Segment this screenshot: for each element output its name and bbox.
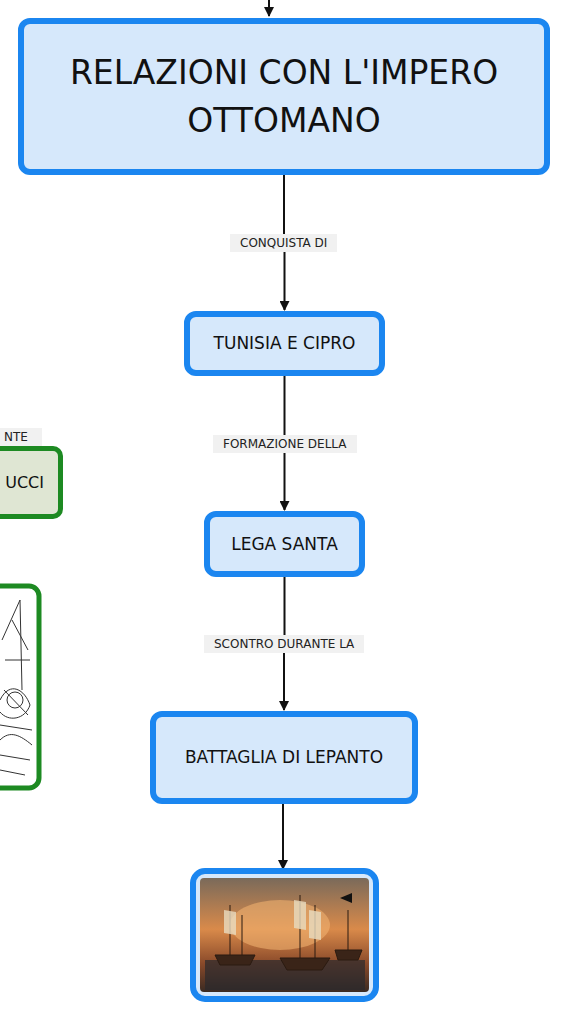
edge-label: NTE — [0, 428, 42, 446]
edge-label: FORMAZIONE DELLA — [213, 435, 357, 453]
topic-box: RELAZIONI CON L'IMPERO OTTOMANO — [18, 18, 550, 175]
edge-label: SCONTRO DURANTE LA — [204, 635, 364, 653]
edge-label: CONQUISTA DI — [230, 234, 337, 252]
battle-painting — [200, 878, 369, 992]
node-text: BATTAGLIA DI LEPANTO — [185, 747, 383, 767]
picture-connector — [282, 804, 284, 869]
concept-box: BATTAGLIA DI LEPANTO — [150, 711, 418, 804]
concept-box: LEGA SANTA — [204, 511, 365, 577]
node-text: TUNISIA E CIPRO — [214, 333, 356, 353]
node-text: UCCI — [5, 473, 44, 492]
node-text: LEGA SANTA — [231, 534, 338, 554]
picture-frame — [0, 586, 39, 788]
concept-box: TUNISIA E CIPRO — [184, 311, 385, 376]
link-box: UCCI — [0, 446, 63, 519]
node-text: RELAZIONI CON L'IMPERO OTTOMANO — [36, 49, 532, 145]
incoming-line — [268, 0, 270, 16]
engraving-sketch — [0, 600, 32, 775]
picture-frame — [193, 871, 376, 999]
